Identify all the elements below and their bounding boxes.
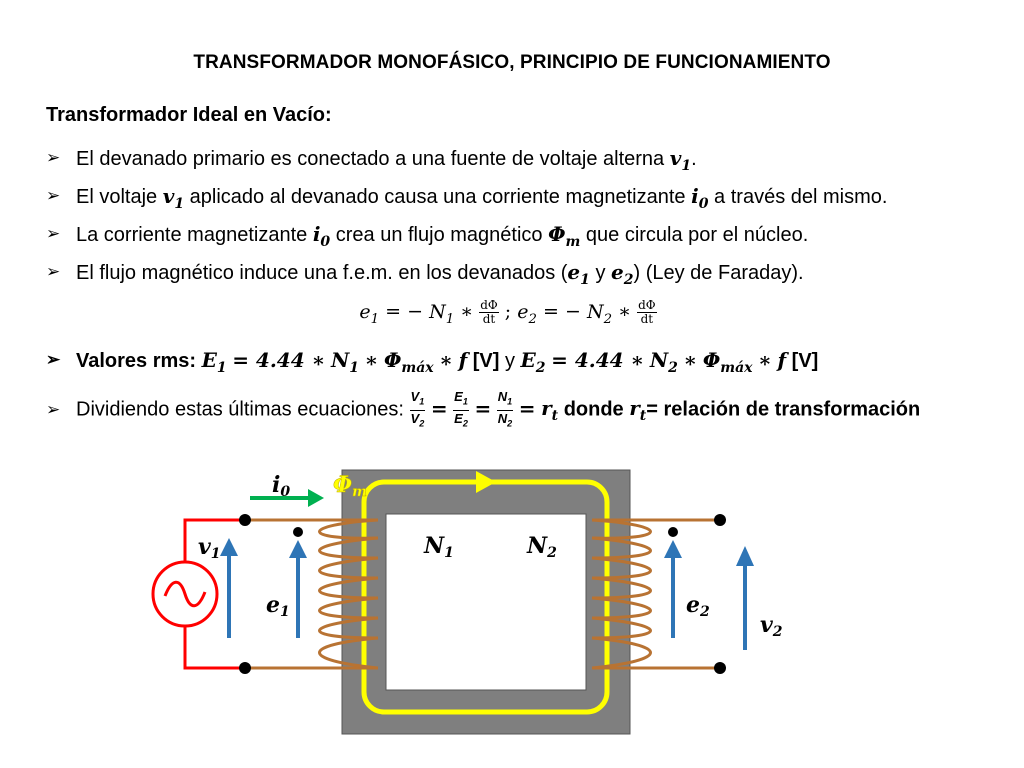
- v2-arrow: [736, 546, 754, 650]
- label-i0: i0: [272, 472, 290, 500]
- flux-path: [361, 479, 610, 715]
- arrow-bullet-icon: ➢: [46, 224, 61, 243]
- bullet-primary-connection: ➢ El devanado primario es conectado a un…: [46, 143, 970, 181]
- primary-terminal-bottom: [239, 662, 251, 674]
- label-e1: e1: [266, 592, 290, 620]
- bullet-faraday: ➢ El flujo magnético induce una f.e.m. e…: [46, 257, 970, 295]
- label-e2: e2: [686, 592, 710, 620]
- arrow-bullet-icon: ➢: [46, 350, 61, 369]
- label-phi-m: Φm: [333, 472, 367, 500]
- secondary-coil: [591, 518, 652, 670]
- flux-arrow-icon: [476, 471, 496, 493]
- arrow-bullet-icon: ➢: [46, 400, 61, 419]
- symbol-i0: i0: [691, 184, 709, 212]
- secondary-terminal-top: [714, 514, 726, 526]
- arrow-bullet-icon: ➢: [46, 186, 61, 205]
- primary-polarity-dot: [293, 527, 303, 537]
- e2-arrow: [664, 540, 682, 638]
- bullet-list: ➢ El devanado primario es conectado a un…: [46, 143, 970, 431]
- label-N1: N1: [423, 533, 454, 561]
- label-v2: v2: [760, 612, 783, 640]
- symbol-phi-m: Φm: [548, 222, 581, 250]
- page-title: TRANSFORMADOR MONOFÁSICO, PRINCIPIO DE F…: [193, 52, 831, 73]
- bullet-turns-ratio: ➢ Dividiendo estas últimas ecuaciones: V…: [46, 389, 921, 429]
- secondary-terminal-bottom: [714, 662, 726, 674]
- label-N2: N2: [526, 533, 557, 561]
- primary-terminal-top: [239, 514, 251, 526]
- bullet-magnetizing-current: ➢ El voltaje v1 aplicado al devanado cau…: [46, 181, 970, 219]
- arrow-bullet-icon: ➢: [46, 148, 61, 167]
- primary-coil: [318, 518, 379, 670]
- arrow-bullet-icon: ➢: [46, 262, 61, 281]
- bullet-rms-values: ➢ Valores rms: E1 = 4.44 ∗ N1 ∗ Φmáx ∗ f…: [46, 345, 970, 383]
- bullet-magnetic-flux: ➢ La corriente magnetizante i0 crea un f…: [46, 219, 970, 257]
- e1-arrow: [289, 540, 307, 638]
- label-v1: v1: [198, 534, 221, 562]
- v1-arrow: [220, 538, 238, 638]
- transformer-core: [341, 469, 631, 735]
- section-subtitle: Transformador Ideal en Vacío:: [46, 104, 332, 126]
- current-arrow-head-icon: [308, 489, 324, 507]
- symbol-v1: v1: [669, 146, 692, 174]
- symbol-v1: v1: [162, 184, 185, 212]
- sine-wave-icon: [163, 580, 207, 608]
- secondary-polarity-dot: [668, 527, 678, 537]
